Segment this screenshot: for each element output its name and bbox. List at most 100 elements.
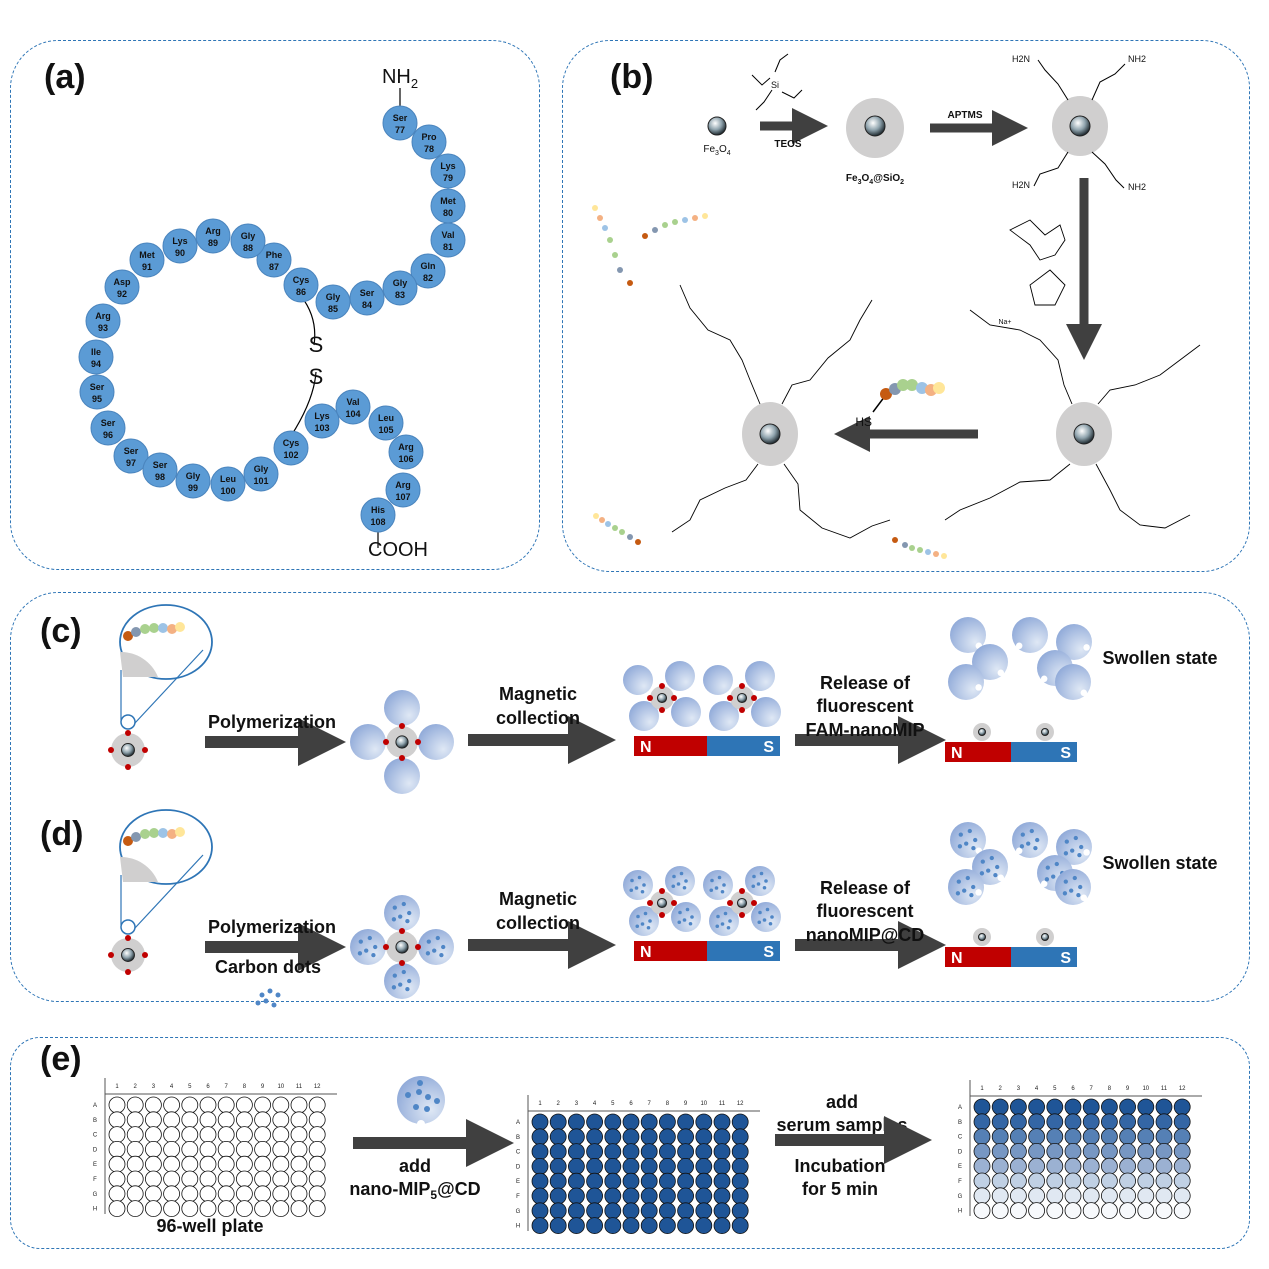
- column-label: 2: [134, 1084, 138, 1090]
- well: [713, 1172, 731, 1190]
- carbon-dot: [720, 889, 725, 894]
- ligand-dot: [739, 683, 745, 689]
- zoom-line: [134, 854, 204, 929]
- well: [1046, 1157, 1064, 1175]
- panel-a: [10, 40, 540, 570]
- panel-cd: [10, 592, 1250, 1002]
- well: [1028, 1143, 1045, 1160]
- ligand-dot: [383, 944, 389, 950]
- well: [272, 1170, 290, 1188]
- well: [622, 1217, 640, 1235]
- well: [272, 1126, 290, 1143]
- residue-name: Lys: [440, 161, 455, 171]
- well: [199, 1096, 217, 1114]
- ligand-dot: [415, 944, 421, 950]
- fe3o4-core-icon: [1041, 933, 1049, 941]
- residue-number: 105: [378, 425, 393, 435]
- nanomip-particle: [350, 929, 386, 965]
- fe3o4-sio2-label: Fe3O4@SiO2: [846, 173, 904, 186]
- fe3o4-core-icon: [395, 940, 409, 954]
- well: [640, 1157, 658, 1175]
- residue-number: 92: [117, 289, 127, 299]
- step-collection-label: collection: [496, 913, 580, 933]
- carbon-dot: [1033, 845, 1038, 851]
- plate-caption: 96-well plate: [156, 1216, 263, 1236]
- carbon-dot: [688, 921, 693, 926]
- carbon-dot: [1072, 875, 1077, 881]
- nanomip-particle: [745, 866, 775, 896]
- carbon-dot: [259, 992, 265, 998]
- well: [272, 1200, 290, 1218]
- well: [531, 1113, 549, 1131]
- well: [181, 1185, 199, 1203]
- well: [1101, 1157, 1118, 1175]
- peptide-bead: [167, 829, 177, 839]
- residue-number: 81: [443, 242, 453, 252]
- peptide-sequence-diagram: NH2COOHSSSer77Pro78Lys79Met80Val81Gln82G…: [78, 66, 466, 561]
- peptide-bead: [627, 280, 633, 286]
- step-collection-label: collection: [496, 708, 580, 728]
- well: [731, 1157, 749, 1175]
- well: [622, 1143, 640, 1160]
- well: [163, 1141, 181, 1158]
- well: [290, 1185, 308, 1203]
- peptide-bead: [612, 252, 618, 258]
- magnet-south: [1011, 947, 1077, 967]
- well: [217, 1155, 235, 1173]
- well: [622, 1128, 640, 1146]
- residue-name: Gly: [186, 471, 201, 481]
- well: [713, 1187, 731, 1205]
- residue-bead: [90, 410, 126, 446]
- well: [549, 1128, 567, 1146]
- step-release-label: Release of: [820, 673, 911, 693]
- fe3o4-core-icon: [395, 735, 409, 749]
- well: [604, 1172, 622, 1190]
- nanomip-particle: [665, 866, 695, 896]
- well: [586, 1113, 603, 1131]
- well: [217, 1141, 235, 1158]
- well: [731, 1128, 749, 1146]
- peptide-bead: [682, 217, 688, 223]
- well: [126, 1141, 144, 1158]
- well: [217, 1200, 235, 1218]
- column-label: 12: [737, 1101, 744, 1107]
- step-magnetic-label: Magnetic: [499, 889, 577, 909]
- carbon-dot: [995, 864, 1000, 870]
- well: [973, 1187, 991, 1205]
- peptide-bead: [909, 545, 915, 551]
- well: [217, 1111, 235, 1129]
- residue-number: 108: [370, 517, 385, 527]
- residue-bead: [388, 434, 424, 470]
- peptide-bead: [175, 827, 185, 837]
- residue-number: 83: [395, 290, 405, 300]
- well: [235, 1185, 253, 1203]
- nanomip-particle: [418, 724, 454, 760]
- ligand-dot: [751, 900, 757, 906]
- carbon-dot: [1079, 844, 1084, 850]
- carbon-dot: [435, 935, 440, 941]
- magnet-north: [945, 742, 1011, 762]
- carbon-dot: [426, 939, 431, 944]
- residue-name: Ser: [153, 460, 168, 470]
- column-label: 1: [115, 1084, 119, 1090]
- row-label: E: [516, 1179, 520, 1185]
- well: [108, 1170, 126, 1188]
- ligand-dot: [108, 952, 114, 958]
- row-label: D: [958, 1149, 963, 1155]
- carbon-dot: [1051, 874, 1056, 879]
- well: [1028, 1187, 1045, 1205]
- well: [163, 1126, 181, 1143]
- peptide-bead: [597, 215, 603, 221]
- peptide-bead: [906, 379, 918, 391]
- row-label: G: [516, 1209, 521, 1215]
- carbon-dot: [993, 872, 998, 878]
- well: [973, 1143, 991, 1160]
- well: [308, 1126, 326, 1143]
- nanomip-particle: [1056, 829, 1092, 865]
- well: [254, 1185, 272, 1203]
- well: [568, 1143, 585, 1160]
- residue-name: Lys: [172, 236, 187, 246]
- nanomip-particle: [350, 724, 386, 760]
- residue-name: Gly: [326, 292, 341, 302]
- peptide-bead: [619, 529, 625, 535]
